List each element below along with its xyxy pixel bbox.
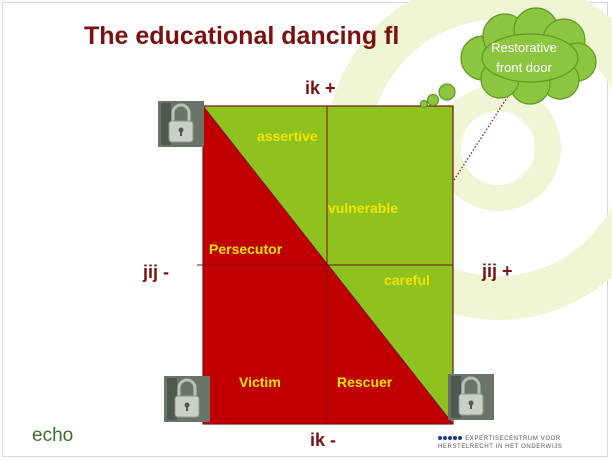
padlock-icon bbox=[158, 101, 204, 147]
padlock-icon bbox=[448, 374, 494, 420]
cloud-line-2: front door bbox=[496, 60, 552, 75]
zone-persecutor: Persecutor bbox=[209, 241, 283, 257]
cloud-line-1: Restorative bbox=[491, 40, 557, 55]
zone-victim: Victim bbox=[239, 374, 281, 390]
zone-careful: careful bbox=[384, 272, 430, 288]
axis-top-label: ik + bbox=[305, 78, 336, 98]
logo-line-1: EXPERTISECENTRUM VOOR bbox=[465, 436, 561, 442]
echo-logo: echo bbox=[32, 425, 74, 446]
padlock-icon bbox=[164, 376, 210, 422]
axis-right-label: jij + bbox=[482, 261, 513, 281]
cloud-pointer bbox=[453, 89, 513, 181]
expertise-logo: EXPERTISECENTRUM VOOR HERSTELRECHT IN HE… bbox=[438, 435, 562, 451]
axis-bottom-label: ik - bbox=[310, 430, 337, 450]
axis-left-label: jij - bbox=[143, 262, 169, 282]
slide-title: The educational dancing fl bbox=[84, 22, 400, 50]
logo-dots bbox=[438, 436, 463, 442]
zone-rescuer: Rescuer bbox=[337, 374, 393, 390]
zone-assertive: assertive bbox=[257, 128, 318, 144]
logo-line-2: HERSTELRECHT IN HET ONDERWIJS bbox=[438, 444, 563, 450]
cloud-text: Restorative front door bbox=[474, 38, 574, 78]
zone-vulnerable: vulnerable bbox=[328, 200, 399, 216]
